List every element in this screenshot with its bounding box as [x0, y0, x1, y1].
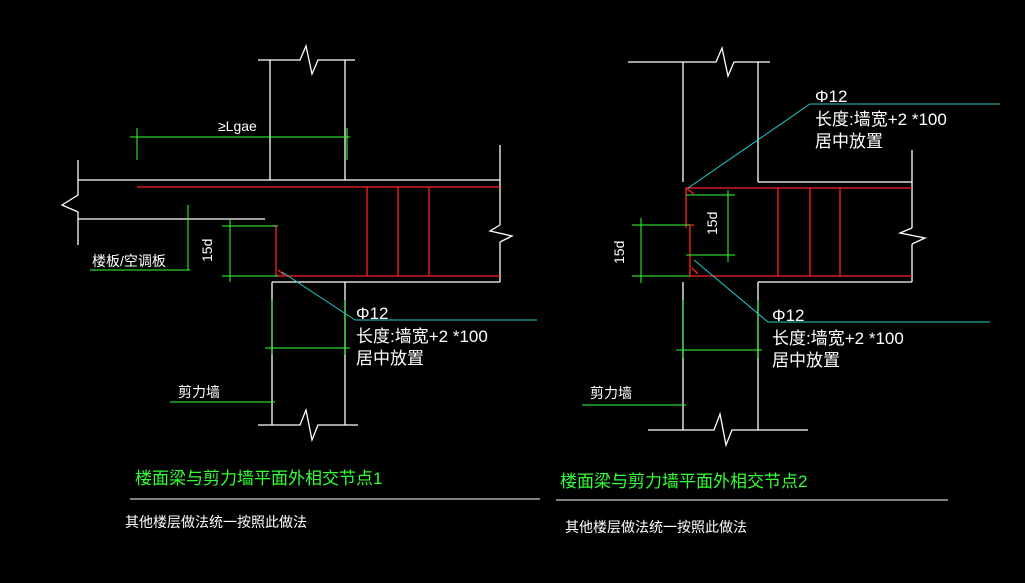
length-label-1: 长度:墙宽+2 *100: [356, 327, 488, 346]
rebar-2: [685, 187, 912, 277]
slab-beam-outline-1: [60, 145, 514, 283]
length-label-bottom-2: 长度:墙宽+2 *100: [772, 329, 904, 348]
anchor-length-label-1: ≥Lgae: [218, 118, 257, 134]
dimensions-2: [582, 190, 762, 406]
rebar-spec-1: Φ12: [356, 304, 388, 323]
wall-label-1: 剪力墙: [178, 384, 220, 400]
beam-outline-2: [758, 150, 928, 283]
slab-label-1: 楼板/空调板: [92, 253, 166, 269]
detail-title-2: 楼面梁与剪力墙平面外相交节点2: [560, 472, 807, 491]
wall-lower-1: [258, 282, 358, 443]
wall-upper-2: [628, 45, 770, 182]
leader-1: [281, 271, 537, 321]
wall-upper-1: [258, 43, 355, 180]
dimensions-1: [90, 128, 350, 403]
placement-label-bottom-2: 居中放置: [772, 351, 840, 370]
rebar-spec-bottom-2: Φ12: [772, 306, 804, 325]
dim-15d-inner-label-2: 15d: [704, 212, 720, 235]
note-2: 其他楼层做法统一按照此做法: [565, 519, 747, 535]
rebar-spec-top-2: Φ12: [815, 87, 847, 106]
placement-label-top-2: 居中放置: [815, 132, 883, 151]
wall-label-2: 剪力墙: [590, 385, 632, 401]
dim-15d-label-1: 15d: [199, 239, 215, 262]
leaders-2: [687, 103, 1000, 323]
rebar-1: [137, 186, 500, 277]
dim-15d-left-label-2: 15d: [611, 241, 627, 264]
placement-label-1: 居中放置: [356, 349, 424, 368]
length-label-top-2: 长度:墙宽+2 *100: [815, 110, 947, 129]
detail-1: ≥Lgae 楼板/空调板 15d Φ12 长度:墙宽+2 *100 居中放置 剪…: [60, 43, 540, 530]
detail-2: Φ12 长度:墙宽+2 *100 居中放置 15d 15d Φ12 长度:墙宽+…: [556, 45, 1000, 535]
detail-title-1: 楼面梁与剪力墙平面外相交节点1: [135, 469, 382, 488]
note-1: 其他楼层做法统一按照此做法: [125, 514, 307, 530]
